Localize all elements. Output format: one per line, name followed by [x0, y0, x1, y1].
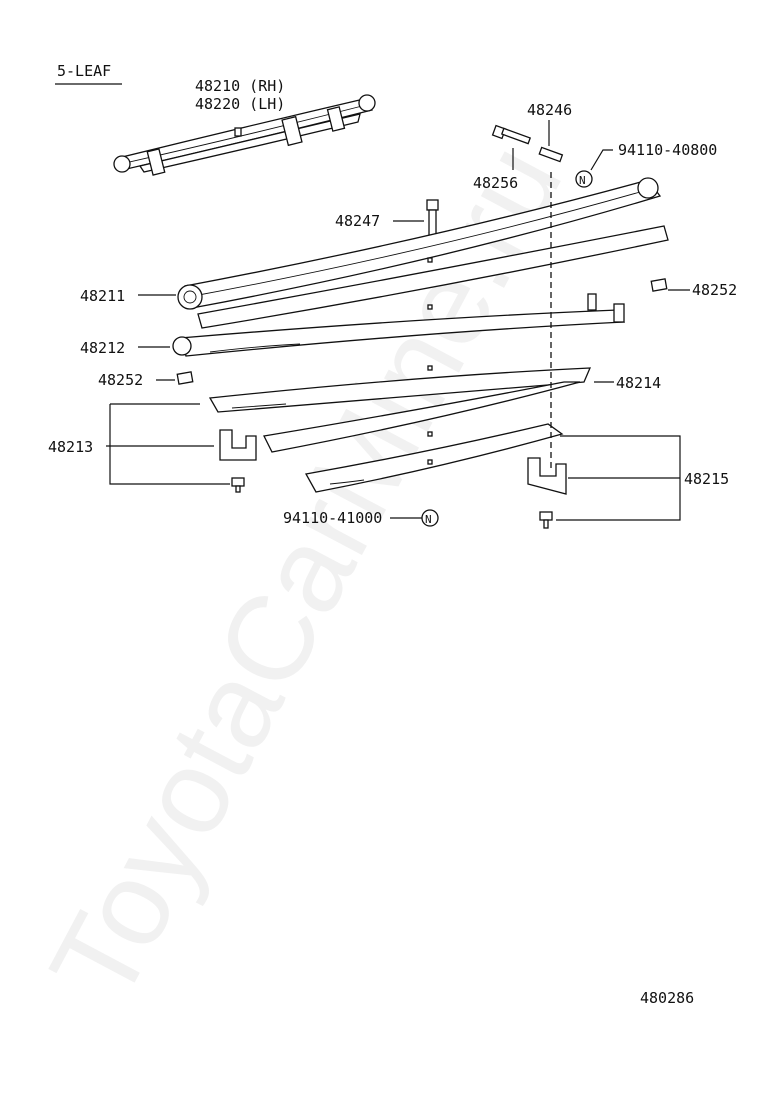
center-pin-part[interactable]: [538, 146, 564, 163]
leaf-48211-part[interactable]: [177, 177, 669, 329]
callout-assembly-rh: 48210 (RH): [195, 77, 285, 95]
clip-48252-left-part[interactable]: [176, 371, 194, 385]
rivet-48215-part[interactable]: [539, 511, 553, 529]
leaf-48212-part[interactable]: [172, 293, 626, 371]
leaf-spring-assembly-icon[interactable]: [113, 94, 376, 176]
diagram-title: 5-LEAF: [57, 62, 111, 80]
clip-bolt-part[interactable]: [426, 199, 439, 237]
leaf-5th-part[interactable]: [304, 423, 564, 493]
clip-48215-part[interactable]: [527, 457, 567, 495]
center-bolt-part[interactable]: [491, 124, 532, 145]
rivet-48213-part[interactable]: [231, 477, 245, 493]
callout-48252-left: 48252: [98, 371, 143, 389]
new-part-mark-icon: [575, 170, 593, 188]
new-part-mark-icon-2: [421, 509, 439, 527]
callout-48256: 48256: [473, 174, 518, 192]
new-part-mark-label: N: [579, 174, 586, 187]
leaf-48214-part[interactable]: [263, 381, 581, 453]
clip-48213-part[interactable]: [219, 429, 257, 461]
callout-48215: 48215: [684, 470, 729, 488]
callout-48247: 48247: [335, 212, 380, 230]
callout-48252-right: 48252: [692, 281, 737, 299]
callout-48214: 48214: [616, 374, 661, 392]
callout-48213: 48213: [48, 438, 93, 456]
new-part-mark-label-2: N: [425, 513, 432, 526]
clip-48252-right-part[interactable]: [650, 278, 668, 292]
figure-id: 480286: [640, 989, 694, 1007]
callout-48212: 48212: [80, 339, 125, 357]
callout-48211: 48211: [80, 287, 125, 305]
callout-48246: 48246: [527, 101, 572, 119]
callout-94110-40800: 94110-40800: [618, 141, 717, 159]
callout-assembly-lh: 48220 (LH): [195, 95, 285, 113]
callout-94110-41000: 94110-41000: [283, 509, 382, 527]
